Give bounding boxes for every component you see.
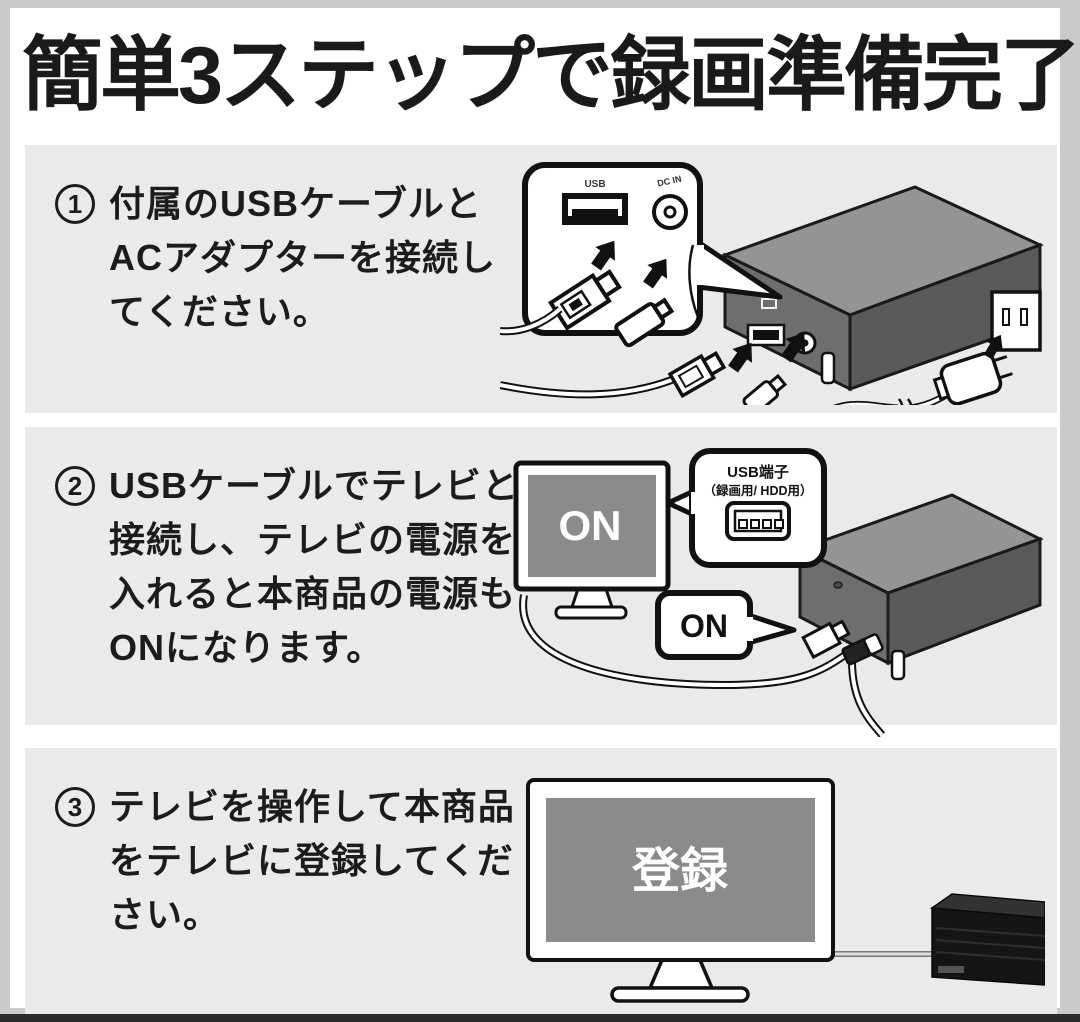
step1-illustration: USB DC IN (500, 162, 1044, 405)
cable-break-mark (897, 398, 913, 405)
callout-dc-port (652, 194, 688, 230)
dc-connector (742, 373, 788, 405)
tv-stand-base (610, 986, 750, 1003)
hdd-foot (890, 649, 906, 681)
step3-line2: をテレビに登録してくだ (109, 840, 514, 881)
step1-number-badge: 1 (55, 184, 95, 224)
tv-screen (546, 798, 815, 942)
tv: 登録 (526, 778, 835, 1003)
step2-line3: 入れると本商品の電源も (109, 573, 517, 614)
step2-line1: USBケーブルでテレビと (109, 465, 519, 506)
callout-usb-plug (548, 269, 622, 331)
step3-instruction: テレビを操作して本商品 をテレビに登録してくだ さい。 (109, 780, 515, 942)
power-bubble-text: ON (680, 608, 728, 644)
step1-panel: 1 付属のUSBケーブルと ACアダプターを接続し てください。 (25, 145, 1057, 413)
usb-connector (801, 619, 851, 660)
dc-port-label: DC IN (656, 174, 682, 189)
step3-text: 3 テレビを操作して本商品 をテレビに登録してくだ さい。 (55, 780, 515, 942)
tv: ON (513, 460, 671, 620)
usb-cable (500, 368, 692, 399)
content-area: 簡単3ステップで録画準備完了 1 付属のUSBケーブルと ACアダプターを接続し… (10, 8, 1080, 1014)
step2-line4: ONになります。 (109, 627, 384, 668)
step2-instruction: USBケーブルでテレビと 接続し、テレビの電源を 入れると本商品の電源も ONに… (109, 459, 519, 675)
step3-line3: さい。 (109, 894, 221, 935)
usb-port-icon (725, 501, 791, 541)
step3-illustration: 登録 (526, 778, 1045, 1003)
usb-bubble-subtitle: （録画用/ HDD用） (703, 483, 812, 498)
step3-line1: テレビを操作して本商品 (109, 786, 515, 827)
usb-port-label: USB (584, 179, 605, 190)
dc-cable (757, 386, 950, 405)
step2-illustration: ON (513, 448, 1044, 737)
tv-stand-neck (647, 958, 715, 990)
speech-bubble-on: ON (655, 590, 797, 660)
hdd-foot (820, 351, 836, 385)
tv-usb-cable (519, 594, 886, 737)
usb-mark-icon (761, 298, 777, 309)
callout-dc-plug (614, 297, 675, 348)
hdd-product (929, 893, 1045, 986)
ac-adapter (932, 351, 1013, 405)
step1-line1: 付属のUSBケーブルと (109, 183, 482, 224)
usb-connector (667, 351, 727, 399)
step1-line3: てください。 (109, 291, 330, 332)
tv-screen-text: ON (559, 502, 622, 549)
usb-bubble-title: USB端子 (727, 463, 789, 481)
step2-panel: 2 USBケーブルでテレビと 接続し、テレビの電源を 入れると本商品の電源も O… (25, 427, 1057, 737)
tv-screen-text: 登録 (631, 845, 729, 898)
tv-stand-neck (569, 587, 615, 609)
image-bottom-edge (0, 1014, 1080, 1022)
dc-connector (841, 633, 884, 666)
hdd-front-detail (938, 966, 964, 973)
tv-stand-base (554, 605, 628, 620)
step2-line2: 接続し、テレビの電源を (109, 519, 517, 560)
tv-screen (528, 475, 656, 577)
speech-bubble-usb: USB端子 （録画用/ HDD用） (665, 448, 827, 568)
step3-number-badge: 3 (55, 787, 95, 827)
step3-panel: 3 テレビを操作して本商品 をテレビに登録してくだ さい。 (25, 748, 1057, 1014)
callout-bubble: USB DC IN (500, 162, 783, 348)
step2-text: 2 USBケーブルでテレビと 接続し、テレビの電源を 入れると本商品の電源も O… (55, 459, 519, 675)
step1-text: 1 付属のUSBケーブルと ACアダプターを接続し てください。 (55, 177, 496, 339)
step1-instruction: 付属のUSBケーブルと ACアダプターを接続し てください。 (109, 177, 496, 339)
step2-number-badge: 2 (55, 466, 95, 506)
step1-line2: ACアダプターを接続し (109, 237, 496, 278)
page-title: 簡単3ステップで録画準備完了 (22, 31, 1080, 121)
hdd-box (796, 493, 1044, 681)
